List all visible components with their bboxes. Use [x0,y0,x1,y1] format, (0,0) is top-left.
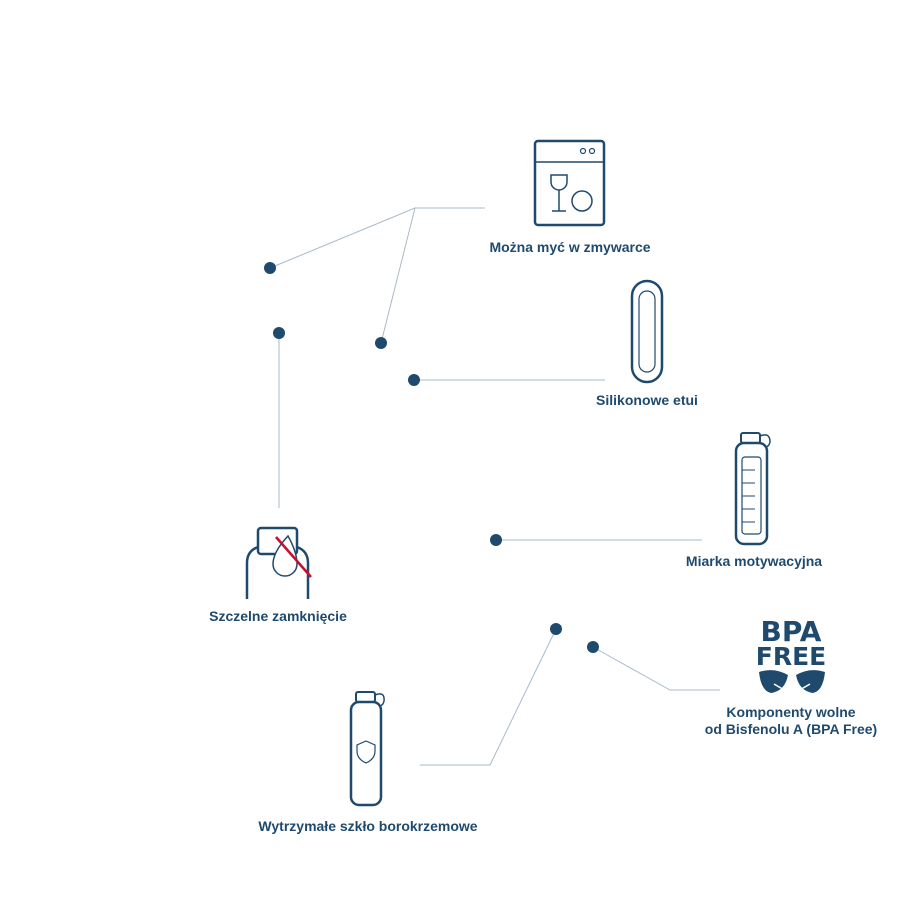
label-dishwasher: Można myć w zmywarce [489,239,650,256]
dot [273,327,285,339]
label-bpa: Komponenty wolne od Bisfenolu A (BPA Fre… [705,704,877,738]
label-seal-text: Szczelne zamknięcie [209,608,347,624]
dot [490,534,502,546]
motivational-bottle-icon [734,432,771,546]
label-sleeve: Silikonowe etui [596,392,698,409]
label-glass: Wytrzymałe szkło borokrzemowe [258,818,477,835]
bpa-free-icon: BPA FREE [756,615,826,695]
dot [408,374,420,386]
label-gauge-text: Miarka motywacyjna [685,553,823,569]
dot [375,337,387,349]
connector-glass [420,628,557,766]
bpa-badge-line2: FREE [756,642,826,671]
connector-dishwasher [269,207,485,269]
label-glass-text: Wytrzymałe szkło borokrzemowe [258,818,478,834]
label-bpa-line2: od Bisfenolu A (BPA Free) [704,721,878,737]
dot [264,262,276,274]
leakproof-cap-icon [245,526,312,599]
label-dishwasher-text: Można myć w zmywarce [489,239,651,255]
dot [587,641,599,653]
connector-dishwasher-branch [380,207,416,344]
connector-bpa [592,646,720,691]
glass-bottle-shield-icon [349,691,385,807]
label-seal: Szczelne zamknięcie [209,608,347,625]
label-bpa-line1: Komponenty wolne [726,704,856,720]
bpa-badge-line1: BPA [761,615,822,648]
label-sleeve-text: Silikonowe etui [596,392,698,408]
silicone-sleeve-icon [630,279,664,384]
dot [550,623,562,635]
label-gauge: Miarka motywacyjna [686,553,822,570]
strike-line [275,536,312,578]
connector-lines [269,207,720,766]
dishwasher-icon [533,139,606,227]
connector-dots [264,262,599,653]
